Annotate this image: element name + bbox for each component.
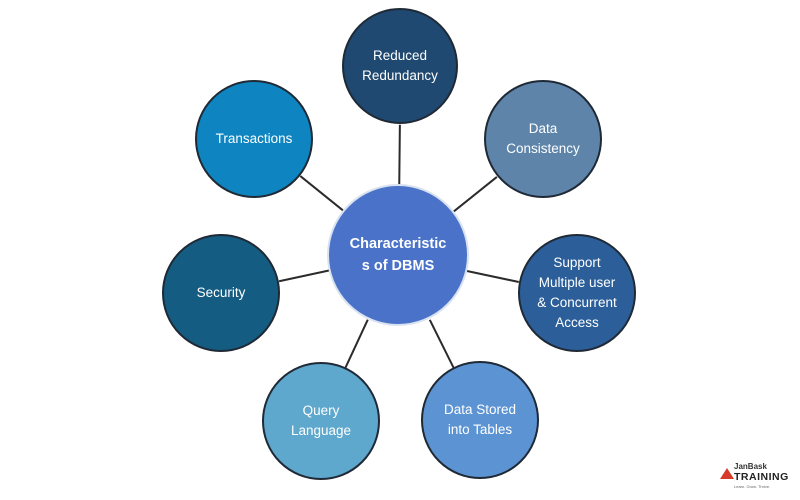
logo-icon (720, 468, 734, 479)
janbask-training-logo: JanBask TRAINING Learn. Grow. Thrive. (720, 460, 790, 494)
connector-query-language (345, 319, 369, 369)
connector-security (278, 269, 329, 283)
logo-word: TRAINING (734, 471, 789, 483)
connector-transactions (299, 176, 344, 212)
node-reduced-redundancy-label-line: Reduced (372, 48, 428, 63)
node-security: Security (162, 234, 280, 352)
connector-data-stored-into-tables (428, 318, 455, 369)
center-node-label-line: s of DBMS (361, 258, 435, 274)
node-support-multiple-user-label-line: Access (555, 315, 599, 330)
connector-data-consistency (452, 176, 498, 212)
node-security-label-line: Security (196, 285, 246, 300)
node-data-stored-into-tables-label-line: Data Stored (443, 402, 517, 417)
center-node: Characteristic s of DBMS (327, 184, 469, 326)
node-data-consistency-label-line: Consistency (506, 141, 580, 156)
node-data-consistency-label-line: Data (528, 121, 558, 136)
node-support-multiple-user-label-line: Multiple user (538, 275, 616, 290)
node-transactions: Transactions (195, 80, 313, 198)
node-data-stored-into-tables: Data Stored into Tables (421, 361, 539, 479)
node-support-multiple-user-label-line: Support (553, 255, 601, 270)
logo-tagline: Learn. Grow. Thrive. (734, 484, 771, 489)
logo-brand: JanBask (734, 462, 767, 471)
node-reduced-redundancy-label-line: Redundancy (362, 68, 438, 83)
node-query-language-label-line: Language (290, 423, 352, 438)
node-query-language-label-line: Query (302, 403, 340, 418)
center-node-label-line: Characteristic (349, 236, 447, 252)
node-support-multiple-user-label-line: & Concurrent (537, 295, 617, 310)
node-data-stored-into-tables-label-line: into Tables (447, 422, 513, 437)
node-transactions-label-line: Transactions (215, 131, 293, 146)
connector-support-multiple-user (467, 269, 520, 283)
connector-reduced-redundancy (398, 124, 401, 185)
